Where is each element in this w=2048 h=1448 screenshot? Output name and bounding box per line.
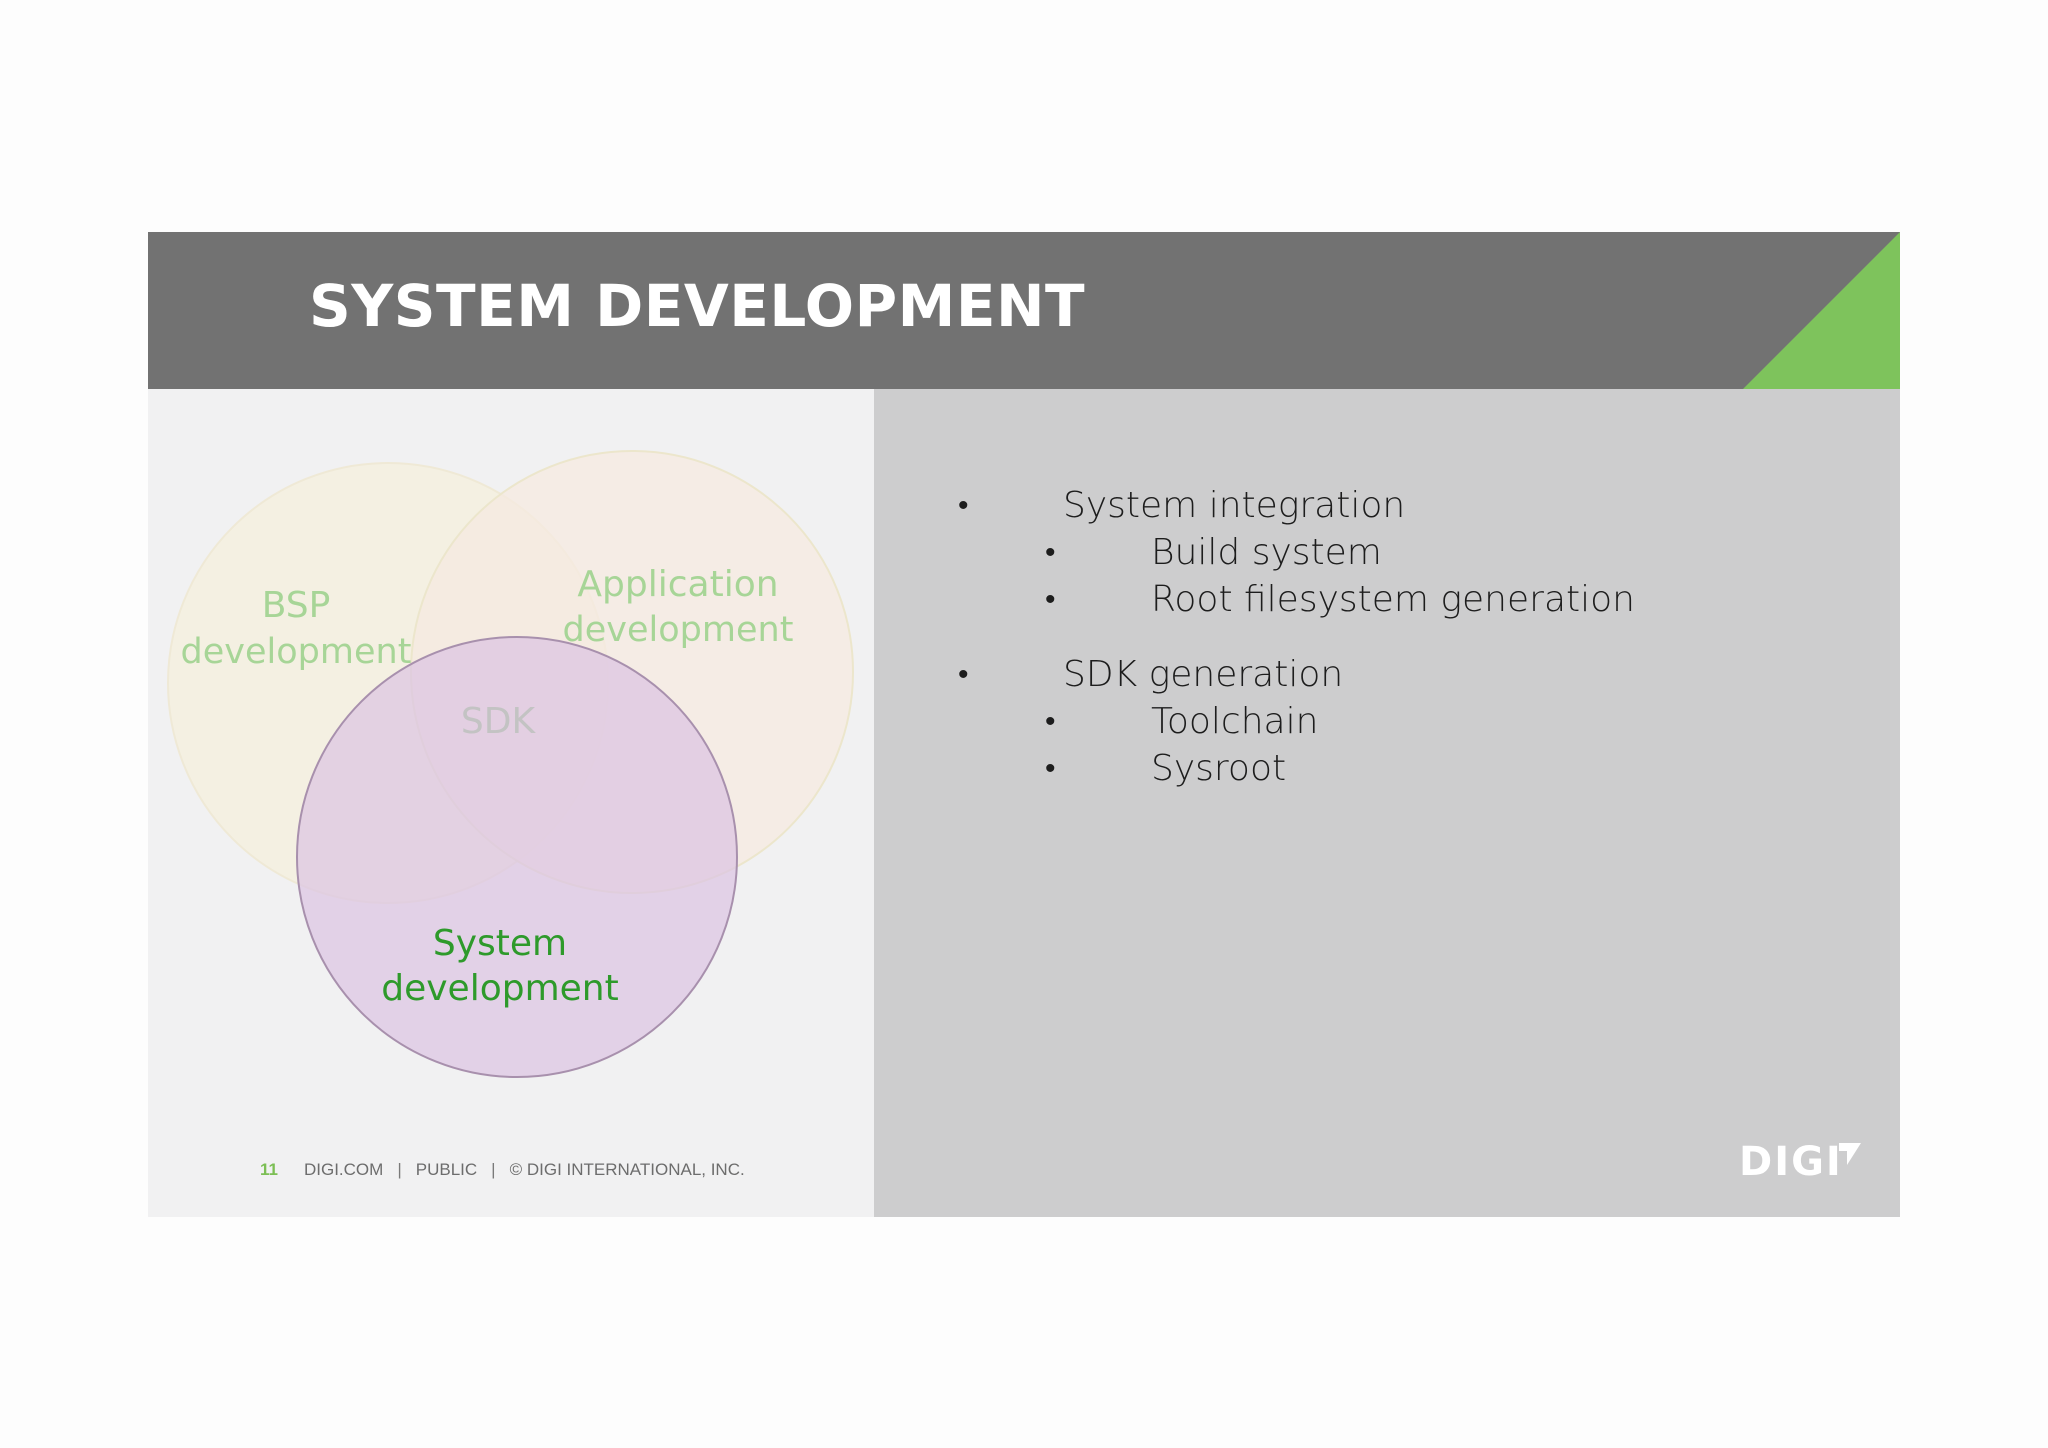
sub-bullet-text: Toolchain — [1151, 701, 1319, 742]
footer-classification: PUBLIC — [415, 1160, 478, 1179]
sdk-label: SDK — [461, 701, 537, 742]
bullet-dot-icon: • — [958, 488, 969, 523]
bullet-text: SDK generation — [1063, 654, 1344, 695]
bullet-dot-icon: • — [1045, 704, 1056, 739]
bullet-text: System integration — [1063, 485, 1406, 526]
sub-bullet-text: Build system — [1151, 532, 1382, 573]
logo-text: DIGI — [1739, 1139, 1843, 1181]
bullet-dot-icon: • — [1045, 751, 1056, 786]
venn-circle-system — [296, 636, 738, 1078]
application-label-line1: Application — [577, 564, 778, 605]
sub-bullet-text: Root filesystem generation — [1151, 579, 1635, 620]
corner-triangle-icon — [1743, 232, 1900, 389]
footer-divider: | — [491, 1160, 496, 1179]
slide-title: SYSTEM DEVELOPMENT — [309, 272, 1086, 340]
bullet-dot-icon: • — [1045, 535, 1056, 570]
bsp-label-line2: development — [181, 632, 412, 672]
venn-diagram: BSP development Application development … — [167, 450, 854, 1078]
sub-bullet-item: • Root filesystem generation — [958, 576, 1635, 623]
sub-bullet-item: • Toolchain — [958, 698, 1635, 745]
sub-bullet-item: • Sysroot — [958, 745, 1635, 792]
slide-header: SYSTEM DEVELOPMENT — [148, 232, 1900, 389]
digi-logo-icon: DIGI — [1739, 1139, 1861, 1181]
sub-bullet-text: Sysroot — [1151, 748, 1287, 789]
bullet-list: •System integration •Build system •Root … — [958, 482, 1635, 792]
slide: SYSTEM DEVELOPMENT BSP development Appli… — [148, 232, 1900, 1217]
system-label-line2: development — [381, 968, 618, 1009]
bsp-label-line1: BSP — [262, 585, 331, 626]
sub-bullet-item: • Build system — [958, 529, 1635, 576]
bullet-dot-icon: • — [1045, 582, 1056, 617]
diagram-panel: BSP development Application development … — [148, 389, 874, 1217]
footer-divider: | — [397, 1160, 402, 1179]
slide-footer: 11 DIGI.COM | PUBLIC | © DIGI INTERNATIONAL, … — [260, 1160, 745, 1180]
bullet-item: • System integration — [958, 482, 1635, 529]
footer-copyright: © DIGI INTERNATIONAL, INC. — [509, 1160, 745, 1179]
page-number: 11 — [260, 1160, 278, 1179]
bullet-item: • SDK generation — [958, 651, 1635, 698]
application-label-line2: development — [563, 610, 794, 650]
system-label-line1: System — [433, 923, 567, 964]
bullet-dot-icon: • — [958, 657, 969, 692]
footer-site: DIGI.COM — [303, 1160, 384, 1179]
